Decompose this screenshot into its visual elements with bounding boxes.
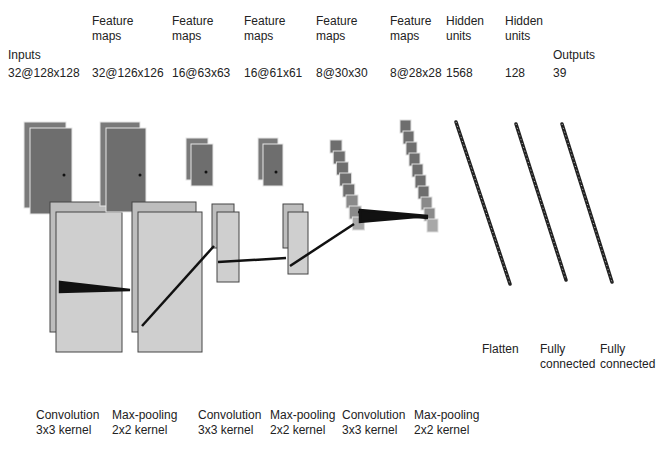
layer-heading: Outputs: [553, 48, 613, 63]
layer-heading: Hidden units: [505, 14, 551, 44]
layer-size: 8@30x30: [316, 66, 382, 81]
layer-size: 8@28x28: [390, 66, 444, 81]
layer-heading: Inputs: [8, 48, 68, 63]
layer-heading: Feature maps: [92, 14, 147, 44]
operation-label: Fully connected: [540, 342, 598, 372]
layer-heading: Feature maps: [390, 14, 445, 44]
layer-size: 39: [553, 66, 583, 81]
operation-label: Convolution 3x3 kernel: [342, 408, 412, 438]
feature-map: [427, 219, 438, 232]
operation-label: Flatten: [482, 342, 536, 357]
layer-size: 16@63x63: [172, 66, 242, 81]
operation-label: Fully connected: [600, 342, 658, 372]
layer-heading: Feature maps: [316, 14, 371, 44]
layer-size: 32@126x126: [92, 66, 170, 81]
layer-size: 32@128x128: [8, 66, 86, 81]
operation-label: Max-pooling 2x2 kernel: [270, 408, 340, 438]
layer-heading: Feature maps: [244, 14, 299, 44]
operation-label: Convolution 3x3 kernel: [198, 408, 268, 438]
layer-heading: Hidden units: [446, 14, 498, 44]
operation-label: Max-pooling 2x2 kernel: [414, 408, 486, 438]
layer-size: 16@61x61: [244, 66, 314, 81]
layer-size: 128: [505, 66, 545, 81]
layer-size: 1568: [446, 66, 490, 81]
operation-label: Max-pooling 2x2 kernel: [112, 408, 184, 438]
operation-label: Convolution 3x3 kernel: [36, 408, 108, 438]
layer-heading: Feature maps: [172, 14, 227, 44]
